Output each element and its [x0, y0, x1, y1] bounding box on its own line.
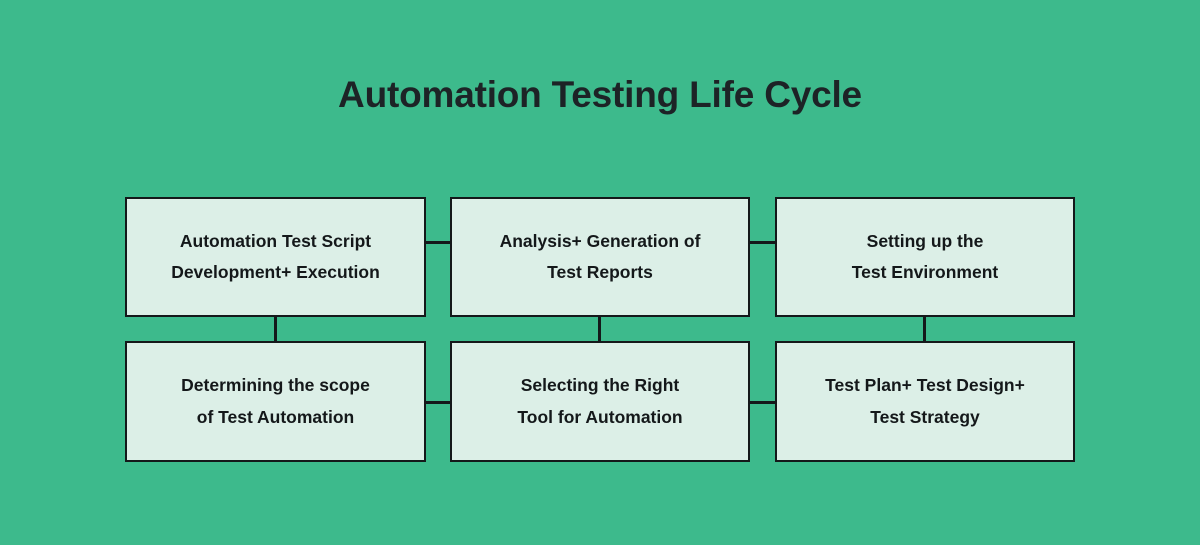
flowchart-node-automation-test-script[interactable]: Automation Test Script Development+ Exec… — [125, 197, 426, 317]
connector-line-horizontal — [424, 401, 452, 404]
connector-line-vertical — [598, 315, 601, 343]
flowchart-node-test-plan-design-strategy[interactable]: Test Plan+ Test Design+ Test Strategy — [775, 341, 1075, 462]
connector-line-horizontal — [424, 241, 452, 244]
connector-line-horizontal — [748, 241, 777, 244]
connector-line-vertical — [923, 315, 926, 343]
node-label: Determining the scope of Test Automation — [181, 375, 370, 427]
node-label: Test Plan+ Test Design+ Test Strategy — [825, 375, 1025, 427]
connector-line-horizontal — [748, 401, 777, 404]
node-label: Automation Test Script Development+ Exec… — [171, 230, 380, 282]
node-label: Setting up the Test Environment — [851, 230, 999, 282]
flowchart-node-analysis-generation-of-test-reports[interactable]: Analysis+ Generation of Test Reports — [450, 197, 750, 317]
flowchart-node-selecting-right-tool-for-automation[interactable]: Selecting the Right Tool for Automation — [450, 341, 750, 462]
node-label: Analysis+ Generation of Test Reports — [499, 230, 701, 282]
node-label: Selecting the Right Tool for Automation — [517, 375, 683, 427]
flowchart-node-setting-up-test-environment[interactable]: Setting up the Test Environment — [775, 197, 1075, 317]
flowchart-node-determining-scope-of-test-automation[interactable]: Determining the scope of Test Automation — [125, 341, 426, 462]
connector-line-vertical — [274, 315, 277, 343]
page-title: Automation Testing Life Cycle — [338, 74, 862, 115]
